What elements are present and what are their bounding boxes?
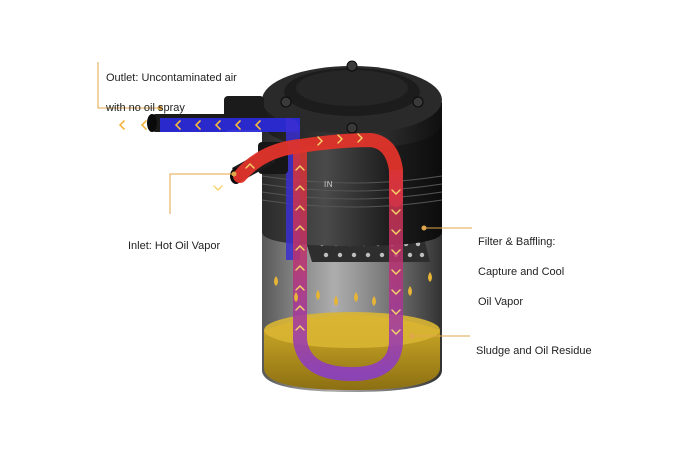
chevron-icon [118, 120, 125, 130]
outlet-callout [97, 62, 160, 109]
vapor-loop [293, 150, 403, 381]
cap-bolt [346, 122, 358, 134]
chevron-icon [234, 120, 241, 130]
chevron-icon [174, 120, 181, 130]
cap-bolt [346, 60, 358, 72]
filter-label-line3: Oil Vapor [478, 296, 524, 308]
droplet-icon [316, 290, 320, 300]
outlet-flow-arrows [118, 120, 261, 130]
top-cap [262, 60, 442, 148]
chevron-icon [254, 120, 261, 130]
filter-label: Filter & Baffling: Capture and Cool Oil … [478, 220, 564, 325]
outlet-label-line2: with no oil spray [106, 102, 185, 114]
oil-droplets [274, 272, 432, 306]
callout-lines [97, 62, 472, 339]
inlet-marking: IN [324, 180, 333, 189]
droplet-icon [372, 296, 376, 306]
filter-label-line2: Capture and Cool [478, 266, 565, 278]
cap-bolt [412, 96, 424, 108]
inlet-callout [169, 173, 234, 214]
outlet-label: Outlet: Uncontaminated air with no oil s… [106, 56, 237, 131]
outlet-label-line1: Outlet: Uncontaminated air [106, 72, 237, 84]
hot-vapor-flow [233, 132, 403, 207]
chevron-icon [194, 120, 201, 130]
droplet-icon [334, 296, 338, 306]
sludge-label: Sludge and Oil Residue [476, 329, 592, 374]
inlet-label-text: Inlet: Hot Oil Vapor [128, 240, 221, 252]
filter-label-line1: Filter & Baffling: [478, 236, 556, 248]
sludge-label-text: Sludge and Oil Residue [476, 345, 592, 357]
droplet-icon [428, 272, 432, 282]
cap-bolt [280, 96, 292, 108]
chevron-icon [214, 120, 221, 130]
droplet-icon [274, 276, 278, 286]
loop-flow-arrows [213, 133, 401, 335]
droplet-icon [294, 292, 298, 302]
droplet-icon [354, 292, 358, 302]
chevron-icon [140, 120, 147, 130]
droplet-icon [408, 286, 412, 296]
inlet-label: Inlet: Hot Oil Vapor [128, 224, 220, 269]
